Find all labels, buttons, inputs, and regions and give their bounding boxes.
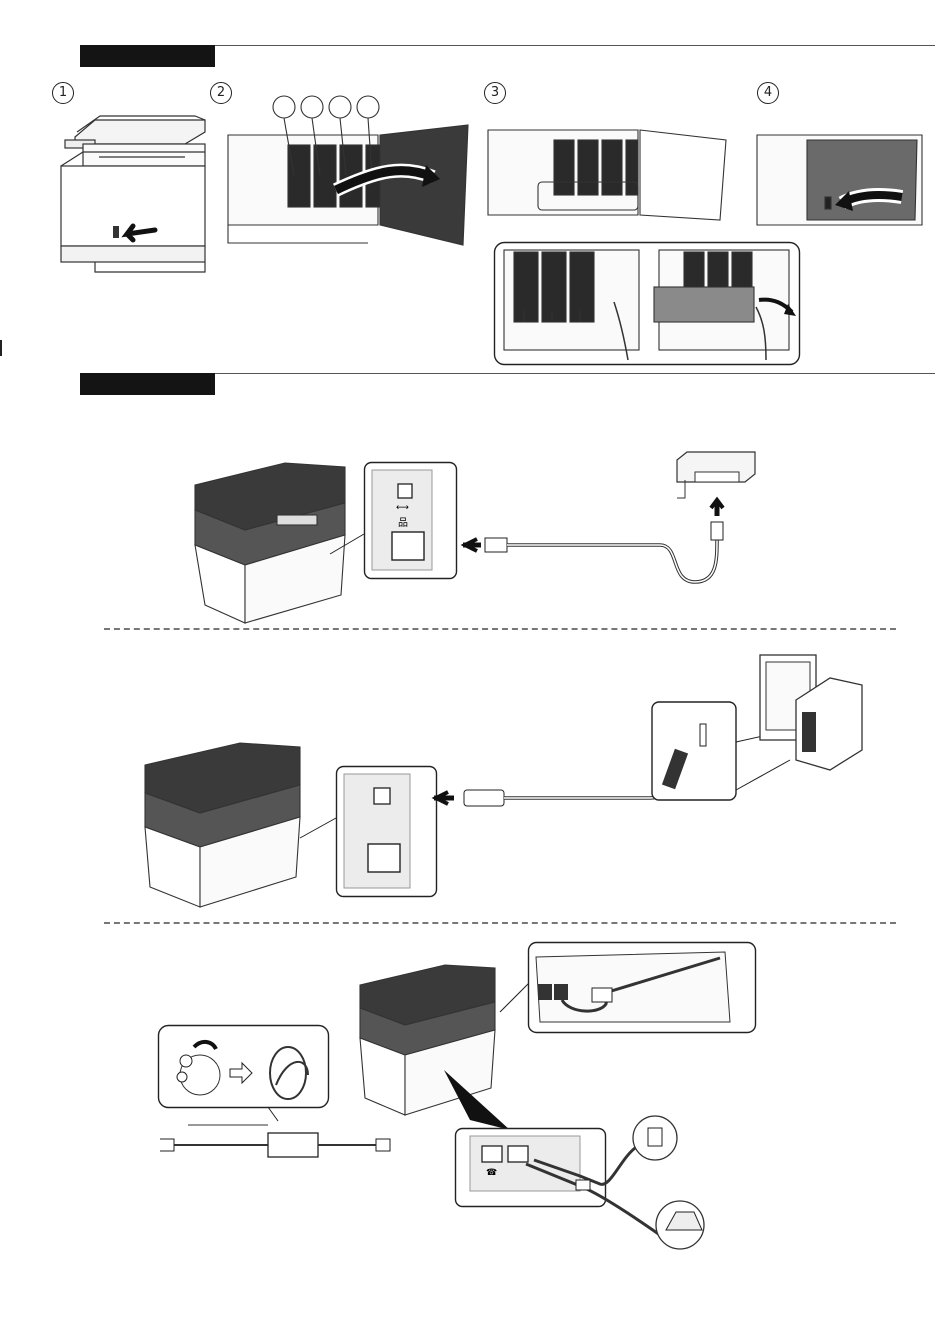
usb-icon: ⟷	[396, 503, 409, 513]
step-1-printer-illustration	[55, 112, 215, 277]
step-1-number: 1	[52, 82, 74, 104]
section-1-header-bar	[80, 45, 215, 67]
step-4-number: 4	[757, 82, 779, 104]
step-4-close-door-illustration	[757, 135, 922, 230]
divider-1	[104, 628, 896, 630]
fax-cable-connection-panel: ☎	[430, 1060, 720, 1250]
usb-cable-and-computer	[430, 650, 870, 830]
step-3-number: 3	[484, 82, 506, 104]
step-3-illustration	[488, 120, 728, 220]
section-2-header-bar	[80, 373, 215, 395]
usb-port-panel	[300, 766, 440, 898]
usb-printer-illustration	[130, 735, 315, 910]
lan-icon: 品	[398, 517, 408, 529]
divider-2	[104, 922, 896, 924]
section-2-rule	[215, 373, 935, 374]
telephone-icon: ☎	[486, 1168, 497, 1178]
step-2-open-door-illustration	[228, 95, 478, 260]
ferrite-core-instruction-panel	[158, 1025, 398, 1160]
left-margin-mark	[0, 340, 2, 356]
fax-port-detail-panel	[500, 942, 758, 1034]
network-port-panel: ⟷ 品	[330, 462, 460, 580]
step-3-detail-panel	[494, 242, 800, 365]
lan-cable-and-hub	[455, 450, 765, 590]
section-1-rule	[215, 45, 935, 46]
